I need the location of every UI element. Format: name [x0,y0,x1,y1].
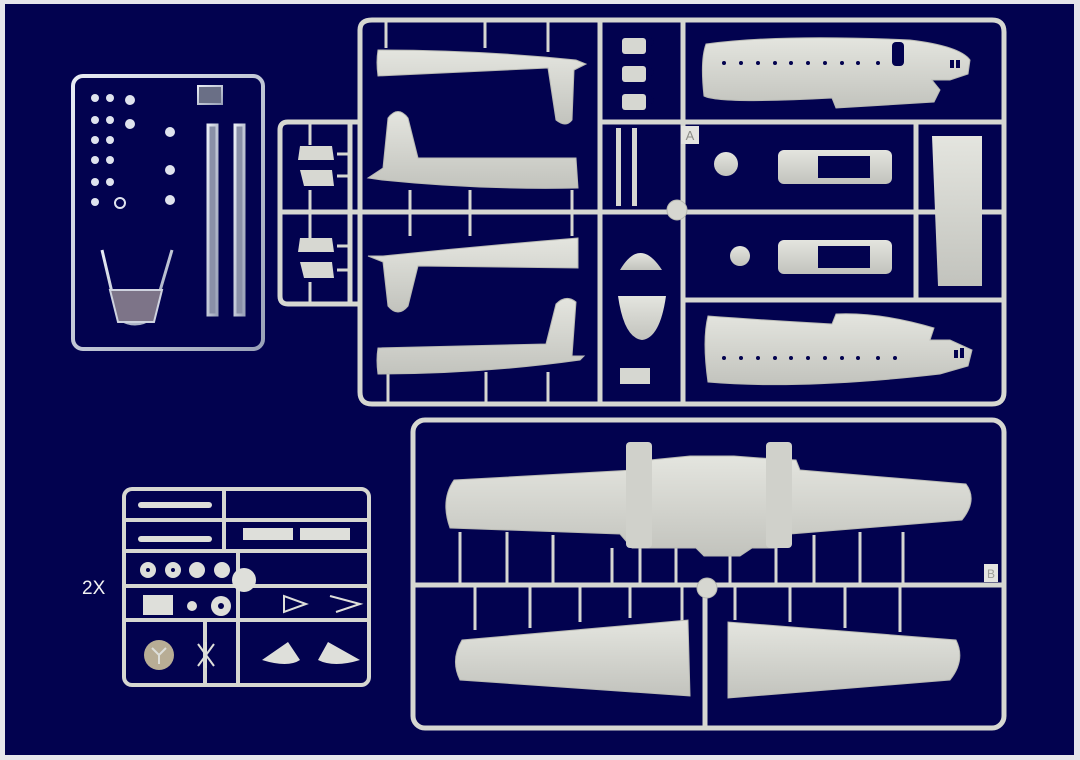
left-outer-wing [455,619,691,697]
tail-boom-1 [376,49,588,125]
sprue-a-letter: A [686,128,695,143]
tail-boom-4 [376,298,586,375]
photo-background [5,4,1074,755]
center-wing [445,455,972,557]
tail-boom-3 [367,237,579,313]
floor-panel [932,136,982,286]
clear-parts-sprue [71,74,265,351]
tail-boom-2 [366,111,579,189]
left-nacelle [626,442,652,548]
right-outer-wing [727,621,961,699]
right-nacelle [766,442,792,548]
small-parts-sprue [122,487,371,687]
quantity-label: 2X [82,578,106,599]
sprue-b-tag [984,564,998,582]
fuselage-half-2 [704,313,973,386]
sprue-b-letter: B [987,567,995,581]
fuselage-half-1 [701,37,971,109]
sprue-a-tag [681,126,699,144]
sprue-a: A [277,17,1007,407]
sprue-b: B [410,417,1007,731]
